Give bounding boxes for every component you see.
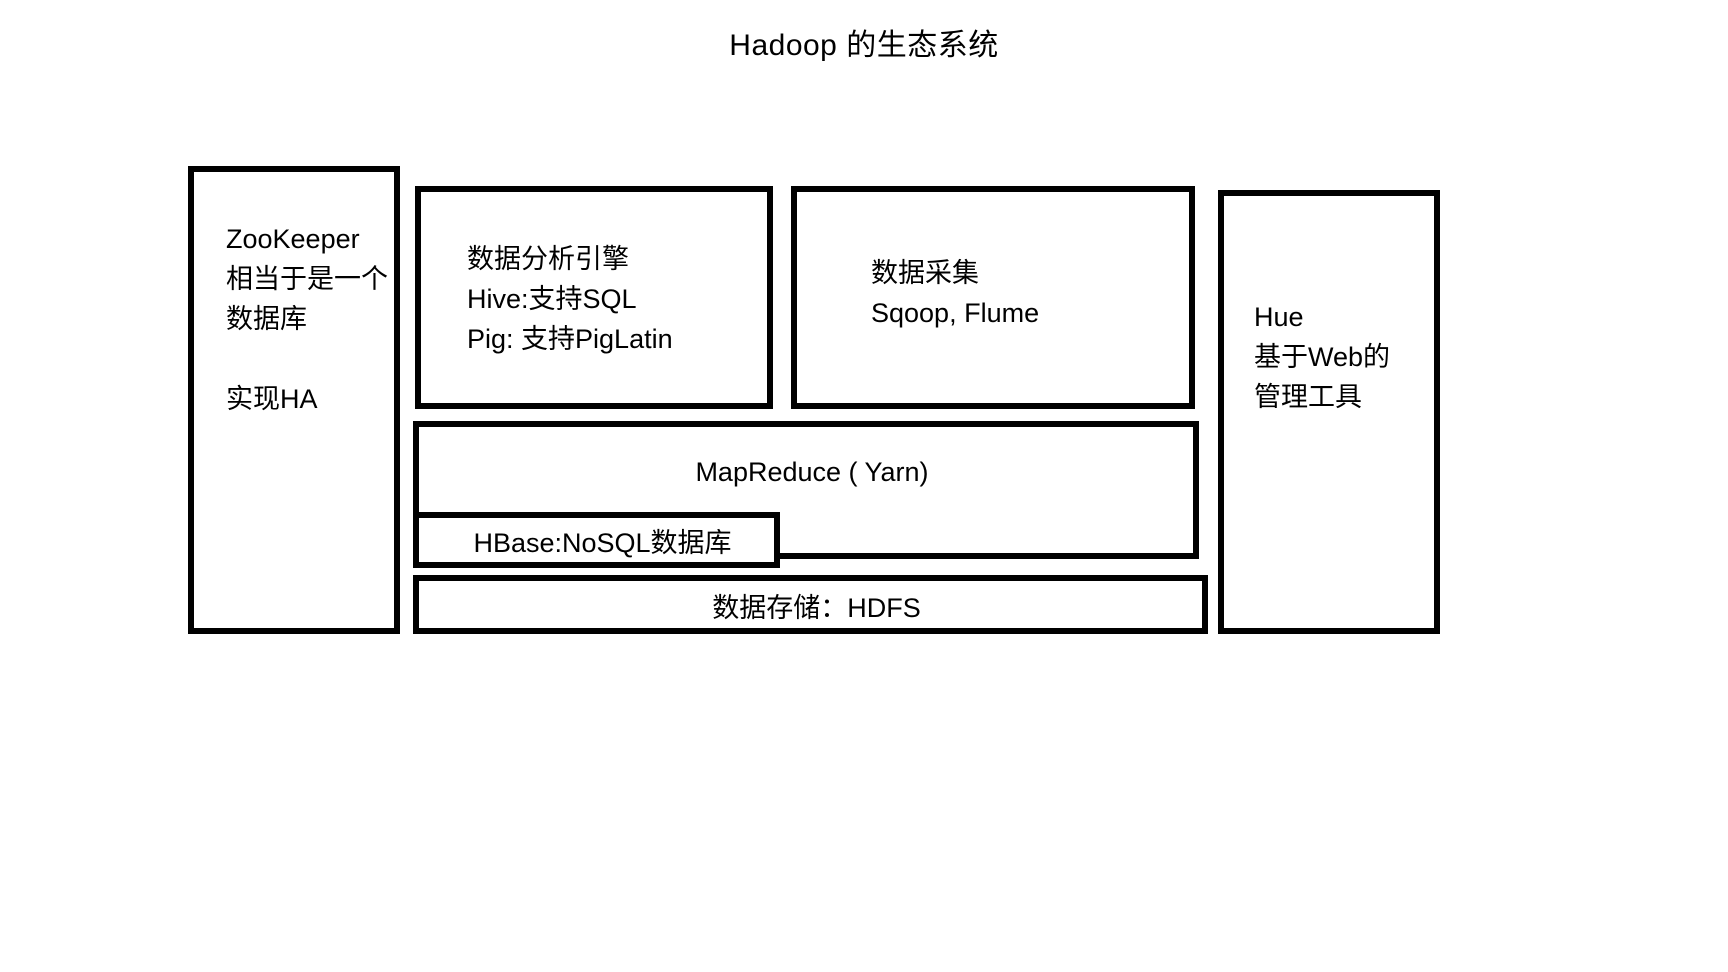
hbase-box-label: HBase:NoSQL数据库: [473, 528, 732, 558]
zookeeper-box-label: ZooKeeper 相当于是一个 数据库 实现HA: [226, 224, 388, 414]
data-collection-box[interactable]: 数据采集 Sqoop, Flume: [791, 186, 1195, 409]
hue-box-label: Hue 基于Web的 管理工具: [1254, 302, 1391, 412]
diagram-title: Hadoop 的生态系统: [729, 29, 999, 62]
hbase-box[interactable]: HBase:NoSQL数据库: [413, 512, 780, 568]
data-collection-box-label: 数据采集 Sqoop, Flume: [871, 258, 1040, 328]
hue-box[interactable]: Hue 基于Web的 管理工具: [1218, 190, 1440, 634]
data-analysis-engine-box-label: 数据分析引擎 Hive:支持SQL Pig: 支持PigLatin: [467, 244, 673, 354]
data-analysis-engine-box[interactable]: 数据分析引擎 Hive:支持SQL Pig: 支持PigLatin: [415, 186, 773, 409]
mapreduce-yarn-box-label: MapReduce ( Yarn): [695, 457, 929, 487]
zookeeper-box[interactable]: ZooKeeper 相当于是一个 数据库 实现HA: [188, 166, 400, 634]
hdfs-box[interactable]: 数据存储：HDFS: [413, 575, 1208, 634]
hdfs-box-label: 数据存储：HDFS: [712, 593, 921, 623]
